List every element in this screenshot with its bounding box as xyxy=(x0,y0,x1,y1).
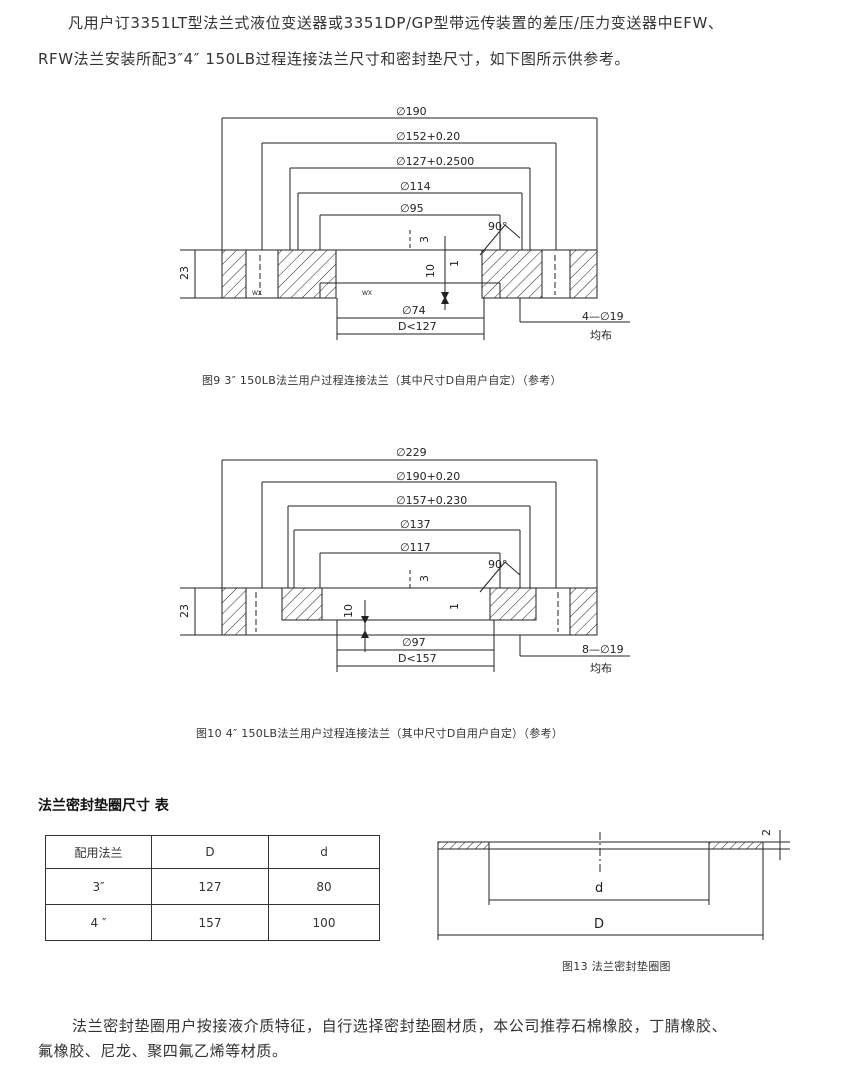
fig10-dim-117: ∅117 xyxy=(400,541,431,554)
fig9-angle: 90° xyxy=(488,220,508,233)
table-cell: 4 ″ xyxy=(45,904,152,941)
fig10-dim-1: 1 xyxy=(448,603,461,610)
footer-line-1: 法兰密封垫圈用户按接液介质特征，自行选择密封垫圈材质，本公司推荐石棉橡胶，丁腈橡… xyxy=(72,1017,728,1035)
table-cell: 157 xyxy=(151,904,269,941)
fig9-dim-D: D<127 xyxy=(398,320,437,333)
fig13-label-D: D xyxy=(594,917,604,932)
fig9-holes: 4—∅19 xyxy=(582,310,624,323)
table-cell: 3″ xyxy=(45,868,152,905)
table-row: 3″ 127 80 xyxy=(45,868,380,905)
footer-line-2: 氟橡胶、尼龙、聚四氟乙烯等材质。 xyxy=(38,1042,288,1060)
table-cell: 127 xyxy=(151,868,269,905)
fig10-dim-10: 10 xyxy=(342,604,355,618)
fig13-thickness: 2 xyxy=(760,829,773,836)
fig9-thickness: 23 xyxy=(178,266,191,280)
figure10-drawing: ∅229 ∅190+0.20 ∅157+0.230 ∅137 ∅117 ∅97 … xyxy=(178,446,630,675)
fig9-mark-2: WX xyxy=(362,290,372,297)
table-cell: 100 xyxy=(268,904,380,941)
fig10-dim-157: ∅157+0.230 xyxy=(396,494,467,507)
fig10-angle: 90° xyxy=(488,558,508,571)
fig9-mark-1: WX xyxy=(252,290,262,297)
table-header-cell: d xyxy=(268,835,380,869)
fig10-dim-97: ∅97 xyxy=(402,636,426,649)
table-header-cell: D xyxy=(151,835,269,869)
fig10-dim-D: D<157 xyxy=(398,652,437,665)
figure13-caption: 图13 法兰密封垫圈图 xyxy=(562,960,671,973)
fig9-dim-1: 1 xyxy=(448,260,461,267)
fig10-dim-229: ∅229 xyxy=(396,446,427,459)
fig9-dim-114: ∅114 xyxy=(400,180,431,193)
fig10-dim-3: 3 xyxy=(418,575,431,582)
table-row: 4 ″ 157 100 xyxy=(45,904,380,941)
figure9-drawing: ∅190 ∅152+0.20 ∅127+0.2500 ∅114 ∅95 ∅74 … xyxy=(178,105,630,342)
fig9-holes-note: 均布 xyxy=(590,329,612,342)
fig10-dim-190: ∅190+0.20 xyxy=(396,470,460,483)
fig10-dim-137: ∅137 xyxy=(400,518,431,531)
figure10-caption: 图10 4″ 150LB法兰用户过程连接法兰（其中尺寸D自用户自定）（参考） xyxy=(196,727,564,740)
table-header-row: 配用法兰 D d xyxy=(45,835,380,869)
fig9-dim-152: ∅152+0.20 xyxy=(396,130,460,143)
fig10-holes-note: 均布 xyxy=(590,662,612,675)
fig9-dim-95: ∅95 xyxy=(400,202,424,215)
fig9-dim-190: ∅190 xyxy=(396,105,427,118)
fig9-dim-3: 3 xyxy=(418,236,431,243)
gasket-table: 配用法兰 D d 3″ 127 80 4 ″ 157 100 xyxy=(45,835,380,941)
fig10-thickness: 23 xyxy=(178,604,191,618)
fig9-dim-127: ∅127+0.2500 xyxy=(396,155,474,168)
intro-line-2: RFW法兰安装所配3″4″ 150LB过程连接法兰尺寸和密封垫尺寸，如下图所示供… xyxy=(38,50,631,68)
fig9-dim-10: 10 xyxy=(424,264,437,278)
fig13-label-d: d xyxy=(595,881,603,896)
fig9-dim-74: ∅74 xyxy=(402,304,426,317)
gasket-heading: 法兰密封垫圈尺寸 表 xyxy=(38,798,169,814)
fig10-holes: 8—∅19 xyxy=(582,643,624,656)
figure9-caption: 图9 3″ 150LB法兰用户过程连接法兰（其中尺寸D自用户自定）（参考） xyxy=(202,374,562,387)
intro-line-1: 凡用户订3351LT型法兰式液位变送器或3351DP/GP型带远传装置的差压/压… xyxy=(68,14,724,32)
